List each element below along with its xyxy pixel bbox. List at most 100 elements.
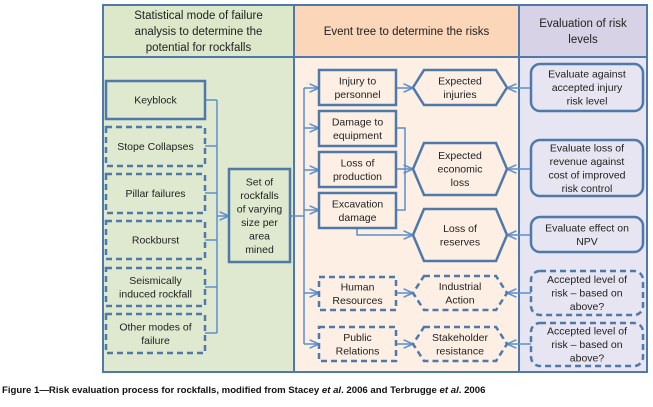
figure-caption: Figure 1—Risk evaluation process for roc… bbox=[2, 385, 485, 396]
pillar-node: Pillar failures bbox=[104, 172, 207, 215]
label-line: size per bbox=[241, 217, 278, 229]
rockburst-node-label: Rockburst bbox=[132, 235, 179, 247]
eval-npv-node-shape bbox=[529, 215, 645, 254]
label-line: analysis to determine the bbox=[135, 26, 263, 38]
label-line: Resources bbox=[332, 295, 382, 307]
label-line: NPV bbox=[576, 236, 598, 248]
label-line: Relations bbox=[336, 345, 380, 357]
industrial-node-shape bbox=[411, 274, 509, 312]
label-line: potential for rockfalls bbox=[146, 42, 252, 54]
label-line: Evaluate against bbox=[548, 69, 626, 81]
failure-analysis-column-body bbox=[102, 56, 295, 373]
label-line: Evaluate effect on bbox=[545, 222, 629, 234]
label-line: risk level bbox=[567, 96, 608, 108]
label-line: Expected bbox=[438, 150, 482, 162]
loss-reserves-node-shape bbox=[411, 207, 509, 263]
label-line: injuries bbox=[443, 89, 476, 101]
label-line: damage bbox=[339, 212, 377, 224]
caption-text: Figure 1—Risk evaluation process for roc… bbox=[2, 385, 322, 396]
caption-text: . 2006 and Terbrugge bbox=[341, 385, 440, 396]
label-line: resistance bbox=[436, 345, 484, 357]
label-line: Human bbox=[341, 281, 375, 293]
label-line: Expected bbox=[438, 75, 482, 87]
label-line: Loss of bbox=[443, 223, 477, 235]
label-line: Public bbox=[343, 332, 372, 344]
exp-econ-node-shape bbox=[411, 141, 509, 197]
injury-node-shape bbox=[317, 68, 398, 107]
eval-npv-node-label: Evaluate effect on NPV bbox=[545, 222, 629, 248]
rockfalls-set-node-shape bbox=[227, 167, 292, 264]
label-line: above? bbox=[570, 353, 605, 365]
label-line: Keyblock bbox=[134, 95, 177, 107]
label-line: Seismically bbox=[129, 275, 182, 287]
stope-node-label: Stope Collapses bbox=[117, 141, 193, 153]
label-line: risk control bbox=[562, 183, 613, 195]
other-node: Other modes of failure bbox=[104, 312, 207, 355]
label-line: accepted injury bbox=[552, 82, 623, 94]
label-line: mined bbox=[245, 244, 274, 256]
label-line: Stakeholder bbox=[432, 332, 489, 344]
label-line: Pillar failures bbox=[125, 188, 185, 200]
public-node-shape bbox=[317, 325, 398, 363]
label-line: Other modes of bbox=[119, 321, 191, 333]
other-node-label: Other modes of failure bbox=[119, 321, 191, 347]
label-line: reserves bbox=[440, 236, 480, 248]
exp-injuries-node-label: Expected injuries bbox=[438, 75, 482, 101]
label-line: failure bbox=[141, 335, 170, 347]
label-line: Stope Collapses bbox=[117, 141, 193, 153]
label-line: induced rockfall bbox=[119, 288, 192, 300]
label-line: production bbox=[333, 171, 382, 183]
label-line: above? bbox=[570, 301, 605, 313]
loss-prod-node-shape bbox=[317, 150, 398, 189]
label-line: cost of improved bbox=[548, 169, 625, 181]
exp-injuries-node-shape bbox=[411, 68, 509, 107]
label-line: loss bbox=[451, 177, 470, 189]
human-node-shape bbox=[317, 275, 398, 312]
accepted-2-node-shape bbox=[529, 321, 645, 368]
eval-npv-node: Evaluate effect on NPV bbox=[529, 215, 645, 254]
label-line: Evaluate loss of bbox=[550, 142, 624, 154]
arrow bbox=[356, 228, 413, 235]
label-line: economic bbox=[438, 164, 483, 176]
label-line: Evaluation of risk bbox=[539, 18, 627, 30]
keyblock-node: Keyblock bbox=[104, 79, 207, 121]
label-line: risk – based on bbox=[551, 339, 622, 351]
pillar-node-label: Pillar failures bbox=[125, 188, 185, 200]
label-line: Excavation bbox=[332, 198, 384, 210]
risk-evaluation-column-body bbox=[518, 56, 648, 373]
caption-et-al: et al bbox=[321, 385, 342, 396]
label-line: area bbox=[249, 230, 270, 242]
keyblock-node-shape bbox=[104, 79, 207, 121]
label-line: revenue against bbox=[550, 156, 625, 168]
label-line: rockfalls bbox=[240, 190, 279, 202]
label-line: Accepted level of bbox=[547, 274, 627, 286]
exp-injuries-node: Expected injuries bbox=[411, 68, 509, 107]
label-line: Event tree to determine the risks bbox=[324, 26, 490, 38]
risk-evaluation-column-header bbox=[518, 4, 648, 58]
rockburst-node-shape bbox=[104, 219, 207, 261]
